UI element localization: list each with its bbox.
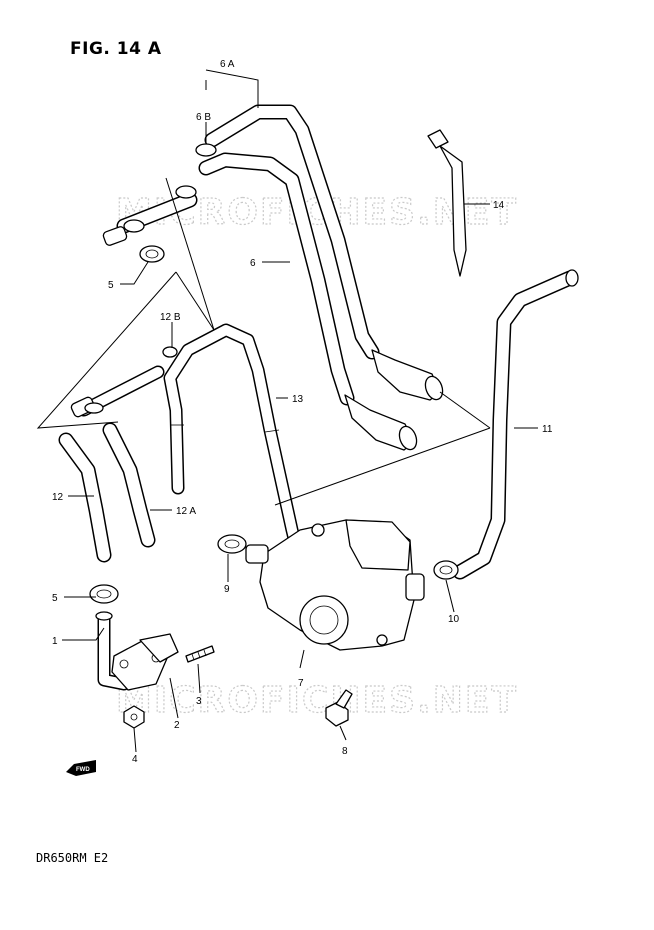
callout-12: 12 (52, 492, 64, 503)
callout-6B: 6 B (196, 112, 211, 123)
callout-12A: 12 A (176, 506, 196, 517)
figure-title: FIG. 14 A (70, 39, 162, 59)
callout-5-bottom: 5 (52, 593, 58, 604)
callout-13: 13 (292, 394, 304, 405)
callout-11: 11 (542, 424, 553, 435)
callout-4: 4 (132, 754, 138, 765)
callout-2: 2 (174, 720, 180, 731)
callout-7: 7 (298, 678, 304, 689)
assembly-outline (36, 177, 491, 506)
nut-4 (123, 705, 145, 729)
bolt-8 (325, 689, 353, 727)
fwd-label: FWD (76, 767, 90, 773)
hose-6 (102, 104, 444, 451)
leader-lines (62, 69, 538, 753)
clamp-9 (217, 534, 247, 554)
callout-6: 6 (250, 258, 256, 269)
pipe-12b (70, 365, 165, 418)
callout-9: 9 (224, 584, 230, 595)
callout-3: 3 (196, 696, 202, 707)
callout-6A: 6 A (220, 59, 235, 70)
valve-7 (245, 519, 425, 651)
callout-5-top: 5 (108, 280, 114, 291)
stud-3 (185, 645, 215, 663)
clamp-10 (433, 560, 459, 580)
watermark-bottom: MICROFICHES.NET (116, 680, 518, 721)
hose-11 (452, 269, 579, 580)
gasket-2 (111, 633, 179, 691)
clamp-5-bottom (89, 584, 119, 604)
callout-1: 1 (52, 636, 58, 647)
callout-14: 14 (493, 200, 505, 211)
cable-tie-14 (427, 129, 467, 277)
fwd-arrow-icon: FWD (66, 760, 96, 776)
clamp-6b (123, 143, 217, 233)
callout-12B: 12 B (160, 312, 181, 323)
pipe-1 (95, 611, 131, 691)
hose-12 (58, 422, 156, 563)
clamp-12b (84, 346, 178, 414)
hose-13 (163, 323, 311, 587)
callout-8: 8 (342, 746, 348, 757)
callout-10: 10 (448, 614, 460, 625)
clamp-5-top (139, 245, 165, 263)
model-code: DR650RM E2 (36, 851, 108, 865)
